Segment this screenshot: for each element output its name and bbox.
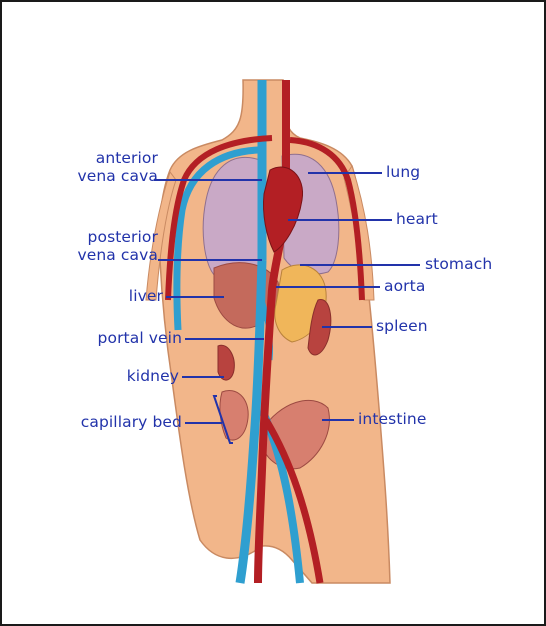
label-aorta: aorta bbox=[384, 277, 425, 295]
label-liver: liver bbox=[80, 287, 163, 305]
label-intestine: intestine bbox=[358, 410, 426, 428]
torso-silhouette bbox=[159, 80, 390, 583]
label-kidney: kidney bbox=[80, 367, 179, 385]
label-spleen: spleen bbox=[376, 317, 428, 335]
label-capillary-bed: capillary bed bbox=[40, 413, 182, 431]
label-heart: heart bbox=[396, 210, 438, 228]
capillary-bed-organ bbox=[220, 390, 248, 440]
label-posterior-line2: vena cava bbox=[40, 246, 158, 264]
label-anterior-vena-cava: anterior vena cava bbox=[40, 149, 158, 185]
label-posterior-line1: posterior bbox=[40, 228, 158, 246]
label-anterior-line1: anterior bbox=[40, 149, 158, 167]
label-lung: lung bbox=[386, 163, 420, 181]
label-portal-vein: portal vein bbox=[60, 329, 182, 347]
label-stomach: stomach bbox=[425, 255, 492, 273]
label-posterior-vena-cava: posterior vena cava bbox=[40, 228, 158, 264]
label-anterior-line2: vena cava bbox=[40, 167, 158, 185]
